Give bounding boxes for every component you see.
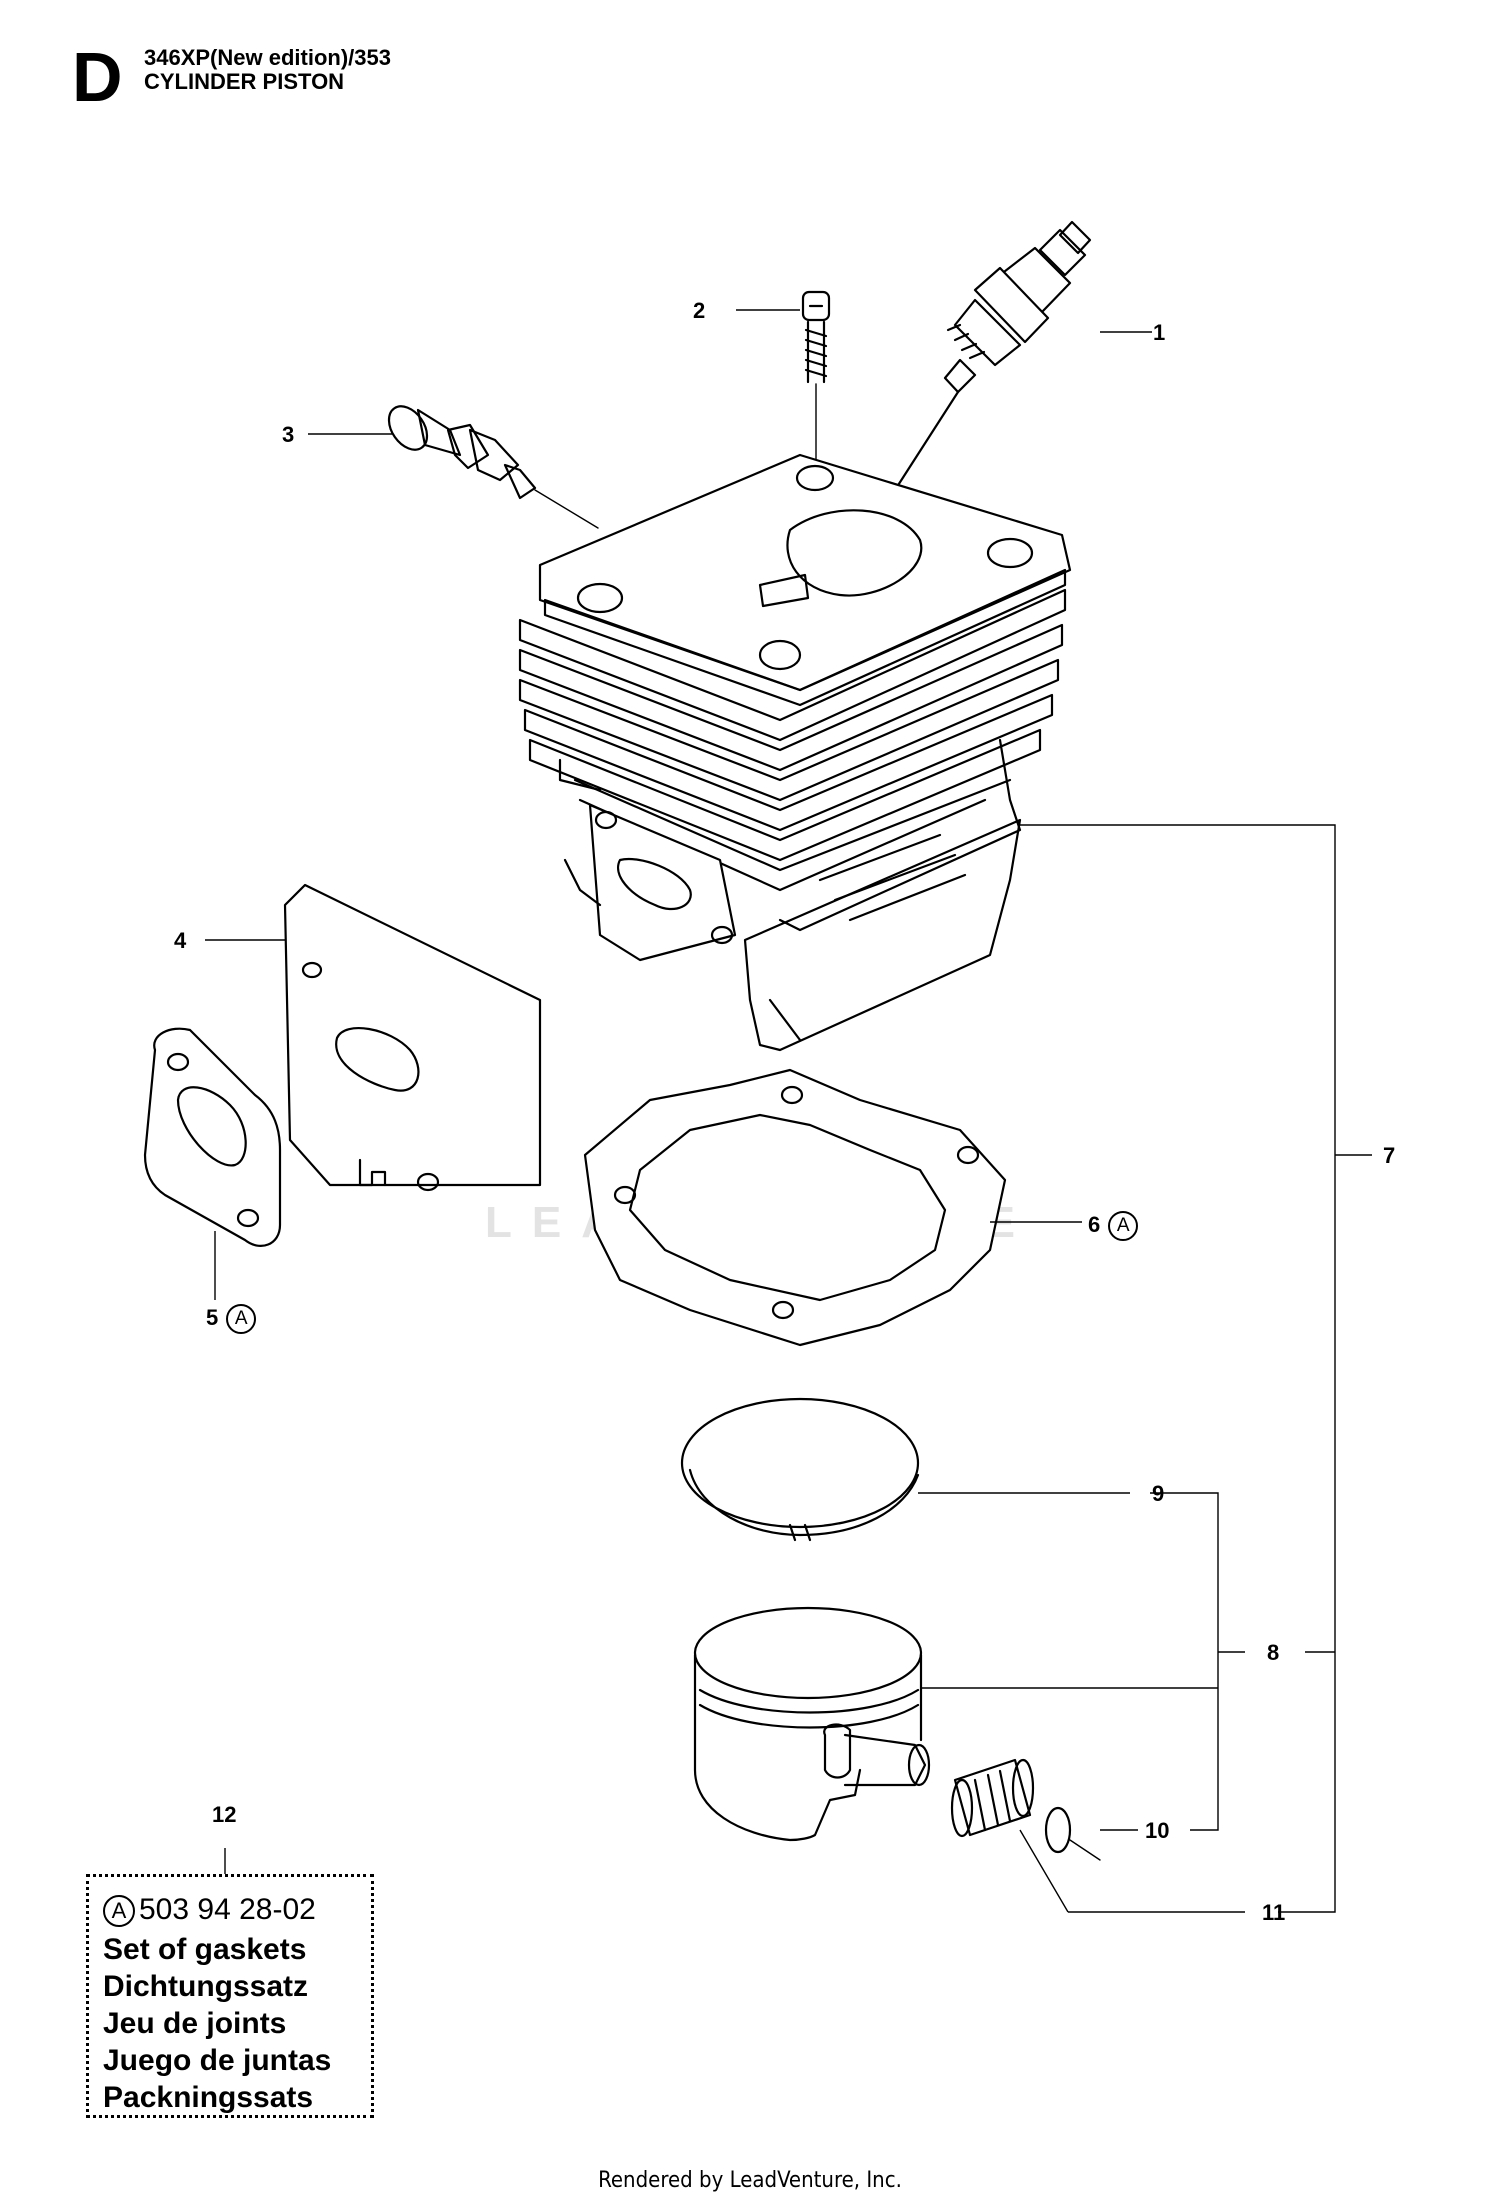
section-letter: D [72, 38, 123, 116]
part-heat-shield [283, 883, 542, 1192]
kit-ref-circle: A [1108, 1211, 1139, 1241]
callout-10[interactable]: 10 [1145, 1818, 1170, 1843]
kit-desc-line: Packningssats [103, 2081, 314, 2114]
kit-desc-line: Dichtungssatz [103, 1970, 309, 2003]
kit-desc-line: Jeu de joints [103, 2007, 287, 2040]
callout-3[interactable]: 3 [282, 422, 295, 447]
leader-lines [205, 309, 1372, 1913]
callout-8[interactable]: 8 [1267, 1640, 1280, 1665]
part-decompression-valve [387, 405, 599, 529]
kit-descriptions: Set of gaskets Dichtungssatz Jeu de join… [103, 1931, 331, 2116]
callout-4[interactable]: 4 [174, 928, 187, 953]
part-screw [801, 290, 831, 491]
kit-ref-circle: A [103, 1895, 135, 1928]
callout-11[interactable]: 11 [1262, 1900, 1286, 1925]
callout-2[interactable]: 2 [693, 298, 706, 323]
diagram-title: CYLINDER PISTON [144, 69, 345, 94]
part-base-gasket [583, 1068, 1007, 1347]
part-piston-ring [680, 1397, 920, 1542]
callout-12[interactable]: 12 [212, 1802, 237, 1827]
model-name: 346XP(New edition)/353 [144, 45, 391, 70]
part-circlip [1044, 1806, 1101, 1861]
part-exhaust-gasket [143, 1027, 282, 1247]
part-piston [693, 1606, 931, 1842]
callout-1[interactable]: 1 [1153, 320, 1166, 345]
part-needle-bearing [950, 1758, 1035, 1838]
callout-9[interactable]: 9 [1152, 1481, 1165, 1506]
callout-7[interactable]: 7 [1383, 1143, 1396, 1168]
part-spark-plug [848, 220, 1092, 562]
kit-ref-circle: A [226, 1304, 257, 1334]
part-cylinder [518, 453, 1072, 1052]
kit-desc-line: Set of gaskets [103, 1933, 307, 1966]
kit-desc-line: Juego de juntas [103, 2044, 332, 2077]
footer-credit: Rendered by LeadVenture, Inc. [598, 2168, 902, 2193]
